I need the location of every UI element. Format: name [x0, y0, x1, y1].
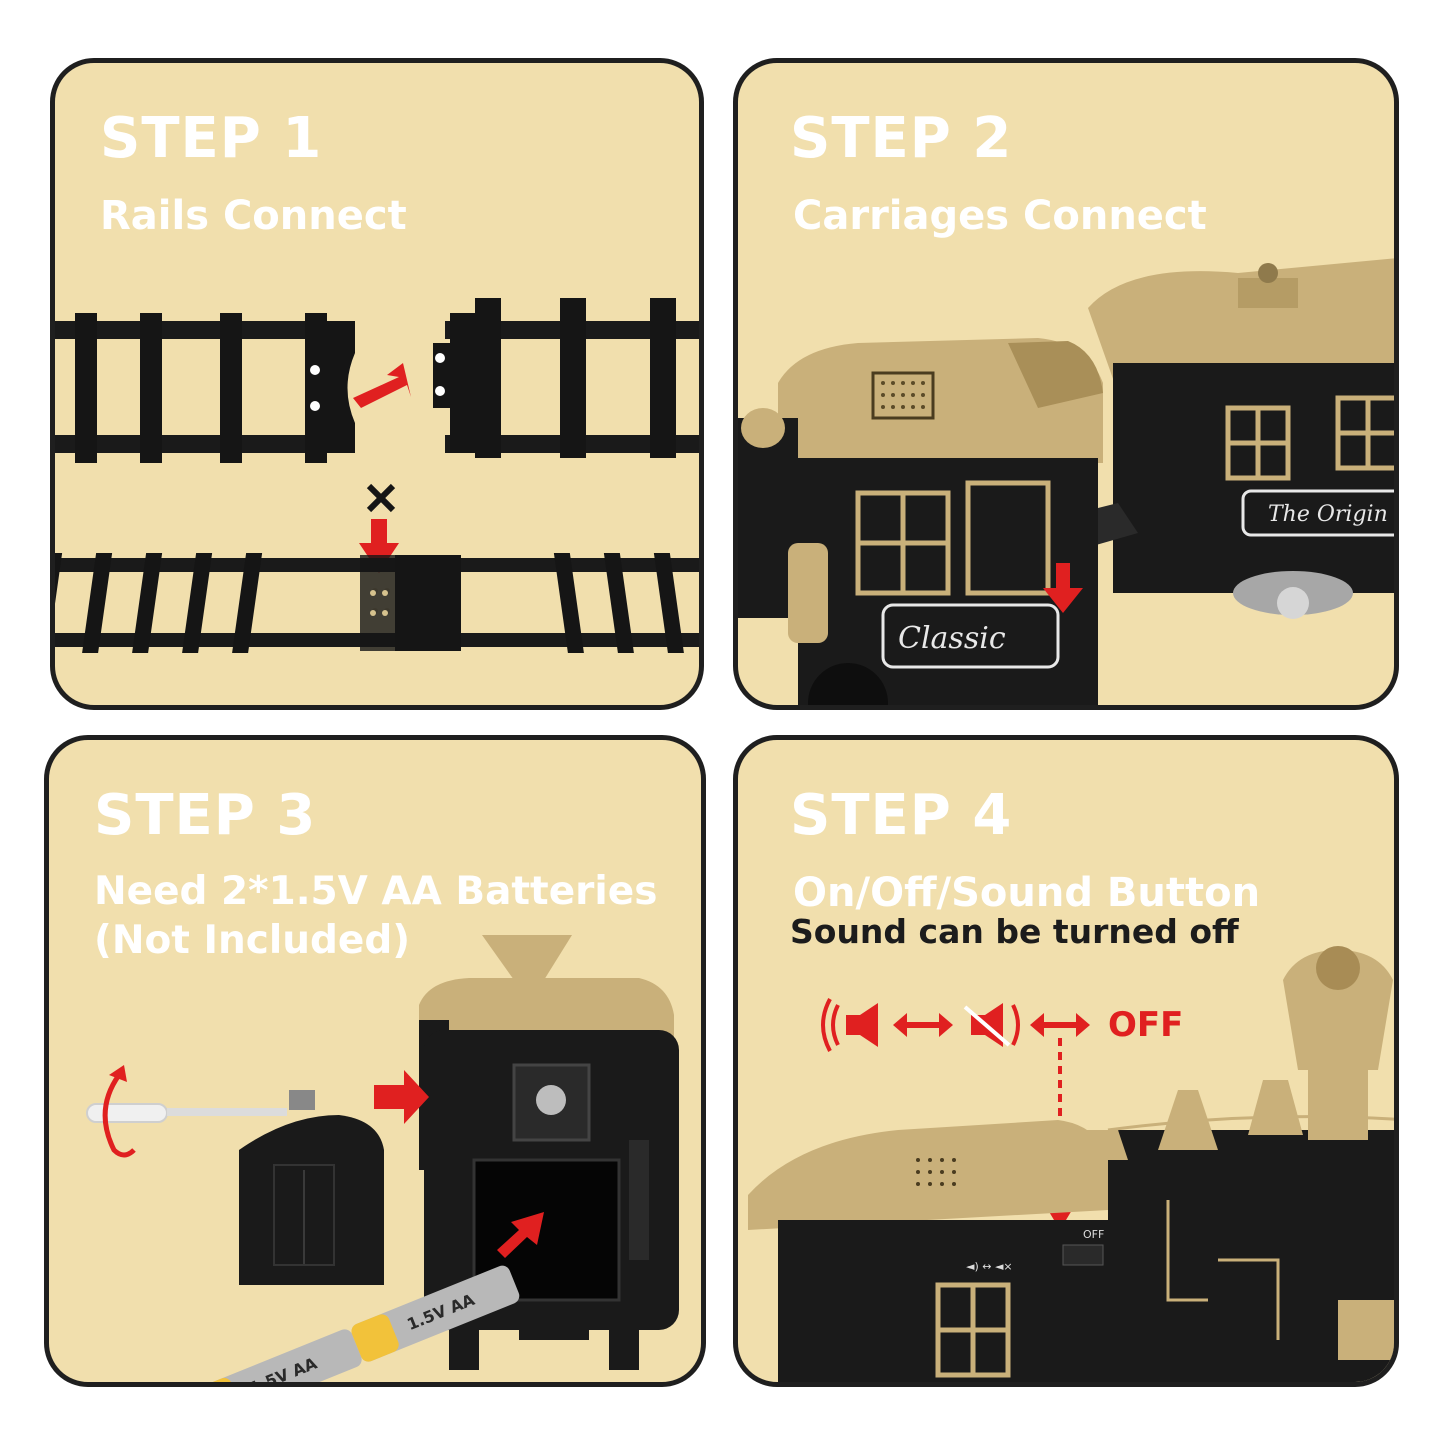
step-4-note: Sound can be turned off: [790, 912, 1239, 951]
connect-arrow: [1043, 563, 1083, 613]
step-4-heading: STEP 4: [790, 783, 1013, 848]
step-4-title: On/Off/Sound Button: [793, 870, 1261, 916]
off-label: OFF: [1108, 1005, 1183, 1045]
cross-mark: [366, 483, 396, 513]
locomotive-tender: Classic: [778, 338, 1103, 705]
sound-on-icon: [821, 998, 878, 1052]
step-3-panel: 1.5V AA 1.5V AA STEP 3 Need 2*1.5V AA Ba…: [44, 735, 706, 1387]
sound-button-illustration: OFF ◄) ↔ ◄× OFF: [748, 946, 1394, 1382]
step-2-heading: STEP 2: [790, 106, 1013, 171]
sound-off-icon: [963, 1003, 1020, 1047]
step-2-title: Carriages Connect: [793, 193, 1207, 239]
down-arrow: [359, 519, 399, 573]
step-4-panel: OFF ◄) ↔ ◄× OFF: [733, 735, 1399, 1387]
locomotive-rear: [419, 978, 679, 1370]
double-arrow-icon: [1030, 1013, 1090, 1037]
engine-plate: Classic: [898, 621, 1006, 656]
connect-arrow: [353, 363, 411, 408]
insert-arrow: [374, 1070, 429, 1124]
battery-illustration: 1.5V AA 1.5V AA: [86, 935, 679, 1382]
battery-arrow: [497, 1212, 544, 1258]
rotate-arrow-icon: [102, 1073, 136, 1158]
switch-off-label: OFF: [1083, 1228, 1104, 1241]
carriage-plate: The Origin: [1268, 502, 1388, 527]
rail-piece-left: [55, 313, 355, 463]
step-1-panel: STEP 1 Rails Connect: [50, 58, 704, 710]
carriages-illustration: The Origin Classic: [738, 258, 1394, 705]
switch-icons: ◄) ↔ ◄×: [966, 1260, 1013, 1273]
locomotive: ◄) ↔ ◄× OFF: [748, 946, 1394, 1382]
passenger-carriage: The Origin: [1088, 258, 1394, 619]
double-arrow-icon: [893, 1013, 953, 1037]
rail-joined: [55, 553, 699, 653]
rail-piece-right: [433, 298, 699, 458]
step-2-panel: The Origin Classic: [733, 58, 1399, 710]
step-3-heading: STEP 3: [94, 783, 317, 848]
step-1-heading: STEP 1: [100, 106, 323, 171]
locomotive-front: [738, 408, 828, 643]
screwdriver-icon: [86, 1090, 315, 1123]
battery-cover: [239, 1115, 384, 1285]
rails-illustration: [55, 298, 699, 653]
step-1-title: Rails Connect: [100, 193, 407, 239]
step-3-title: Need 2*1.5V AA Batteries (Not Included): [94, 869, 658, 963]
